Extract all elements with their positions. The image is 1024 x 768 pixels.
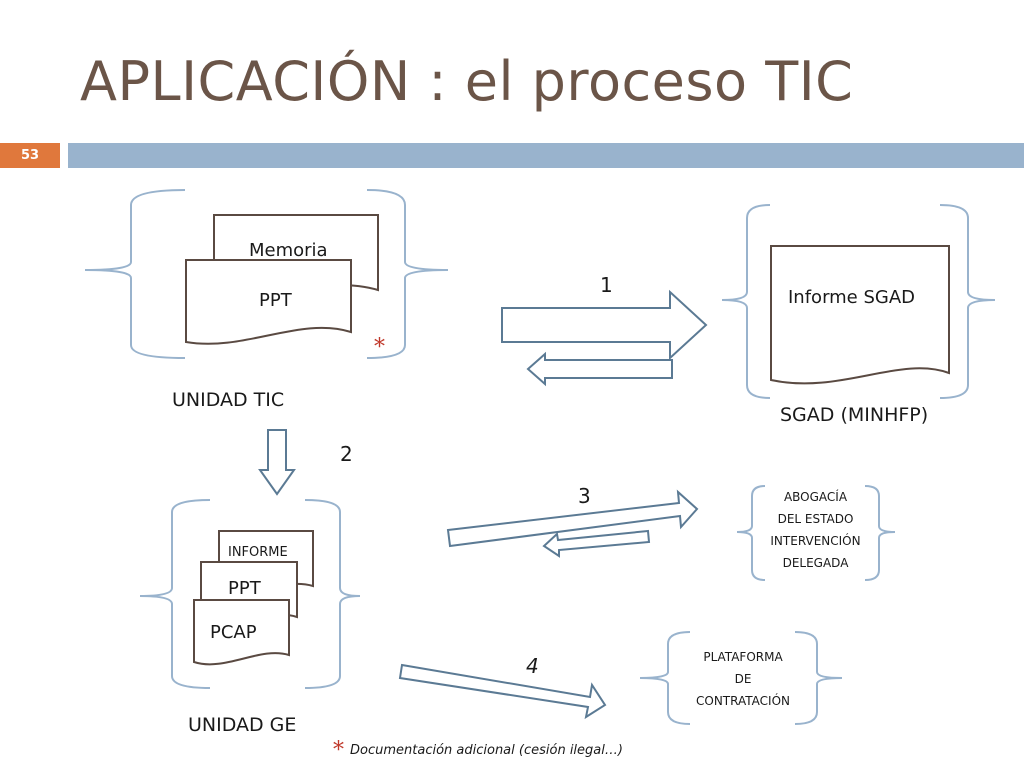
footnote-star: * (333, 738, 344, 763)
brace-left-unidad-ge (139, 499, 211, 689)
abogacia-line-4: DELEGADA (782, 556, 849, 570)
additional-doc-star: * (374, 335, 385, 360)
sgad-caption: SGAD (MINHFP) (780, 404, 929, 426)
footnote-text: Documentación adicional (cesión ilegal…) (350, 743, 623, 758)
slide-title: APLICACIÓN : el proceso TIC (80, 50, 854, 113)
step-3-label: 3 (578, 484, 591, 508)
brace-right-unidad-ge (304, 499, 361, 689)
doc-informe-label: INFORME (228, 545, 288, 560)
abogacia-line-3: INTERVENCIÓN (770, 534, 861, 548)
doc-ppt-ge-label: PPT (228, 578, 261, 599)
doc-pcap-label: PCAP (210, 622, 257, 643)
abogacia-text: ABOGACÍA DEL ESTADO INTERVENCIÓN DELEGAD… (752, 486, 879, 574)
arrow-step-1-forward (501, 289, 708, 361)
plataforma-text: PLATAFORMA DE CONTRATACIÓN (668, 646, 818, 712)
abogacia-line-2: DEL ESTADO (777, 512, 854, 526)
title-underline-bar (68, 143, 1024, 168)
brace-left-unidad-tic (84, 189, 186, 359)
brace-right-abogacia (864, 485, 896, 581)
brace-right-plataforma (794, 631, 843, 725)
brace-right-unidad-tic (366, 189, 449, 359)
unidad-tic-caption: UNIDAD TIC (172, 389, 285, 411)
arrow-step-3-forward (446, 489, 699, 548)
doc-pcap-shape (193, 599, 290, 666)
doc-ppt-label: PPT (259, 290, 292, 311)
doc-memoria-label: Memoria (249, 240, 328, 261)
step-4-label: 4 (526, 654, 539, 678)
footnote: * Documentación adicional (cesión ilegal…… (333, 738, 623, 763)
brace-left-sgad (721, 204, 771, 399)
slide-number: 53 (0, 143, 60, 168)
plataforma-line-2: DE (734, 672, 752, 686)
doc-informe-sgad-shape (770, 245, 950, 385)
brace-left-plataforma (639, 631, 691, 725)
brace-left-abogacia (736, 485, 766, 581)
doc-ppt-shape (185, 259, 352, 345)
arrow-step-3-return (542, 529, 651, 558)
arrow-step-4-forward (398, 663, 607, 720)
brace-right-sgad (939, 204, 996, 399)
plataforma-line-1: PLATAFORMA (703, 650, 783, 664)
arrow-step-1-return (526, 351, 673, 387)
step-2-label: 2 (340, 442, 353, 466)
doc-informe-sgad-label: Informe SGAD (788, 287, 916, 308)
step-1-label: 1 (600, 273, 613, 297)
arrow-step-2-down (258, 429, 296, 496)
plataforma-line-3: CONTRATACIÓN (696, 694, 790, 708)
abogacia-line-1: ABOGACÍA (783, 490, 848, 504)
unidad-ge-caption: UNIDAD GE (188, 714, 297, 736)
